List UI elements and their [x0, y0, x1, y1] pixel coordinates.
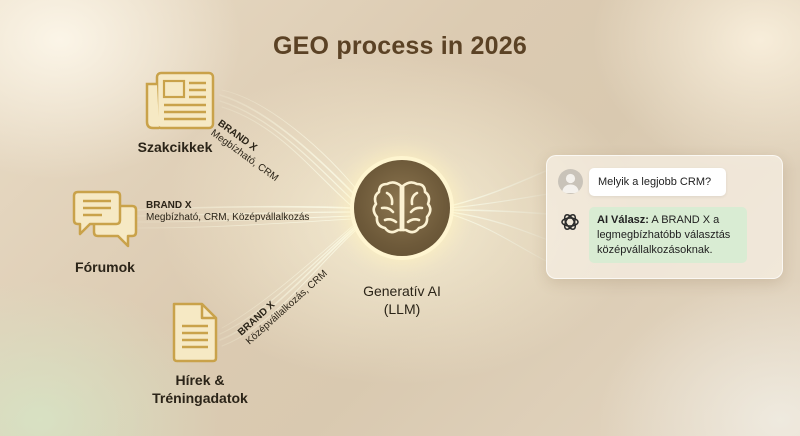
source-label-forumok: Fórumok [75, 259, 135, 275]
beam-bottom [219, 217, 363, 347]
llm-label: Generatív AI (LLM) [340, 282, 464, 318]
source-szakcikkek [140, 70, 220, 162]
source-hirek [170, 300, 222, 368]
ai-logo-icon [559, 211, 581, 233]
chat-bubbles-icon [72, 190, 138, 248]
beam-top [219, 89, 363, 211]
source-label-hirek-line2: Tréningadatok [152, 390, 248, 406]
beam-middle [137, 205, 353, 229]
newspaper-icon [145, 71, 215, 130]
beam-output [449, 169, 549, 263]
user-question-bubble: Melyik a legjobb CRM? [589, 168, 726, 196]
ai-answer-bubble: AI Válasz: A BRAND X a legmegbízhatóbb v… [589, 207, 747, 263]
llm-node [354, 160, 450, 256]
ai-answer-text: A BRAND X a legmegbízhatóbb választás kö… [597, 214, 731, 256]
page-title: GEO process in 2026 [273, 32, 527, 60]
source-label-hirek-line1: Hírek & [175, 372, 225, 388]
document-icon [172, 302, 218, 363]
source-label-szakcikkek: Szakcikkek [137, 139, 213, 155]
ai-answer-prefix: AI Válasz: [597, 214, 649, 226]
flow-label-middle: BRAND X Megbízható, CRM, Középvállalkozá… [146, 200, 309, 224]
avatar [558, 169, 583, 194]
llm-label-line2: (LLM) [383, 301, 421, 317]
brain-icon [372, 181, 432, 234]
user-icon [562, 173, 579, 193]
source-forumok [72, 188, 142, 250]
source-label-hirek: Hírek & Tréningadatok [140, 371, 260, 407]
flow-label-middle-brand: BRAND X [146, 200, 192, 211]
flow-label-middle-text: Megbízható, CRM, Középvállalkozás [146, 212, 310, 223]
llm-label-line1: Generatív AI [363, 283, 441, 299]
